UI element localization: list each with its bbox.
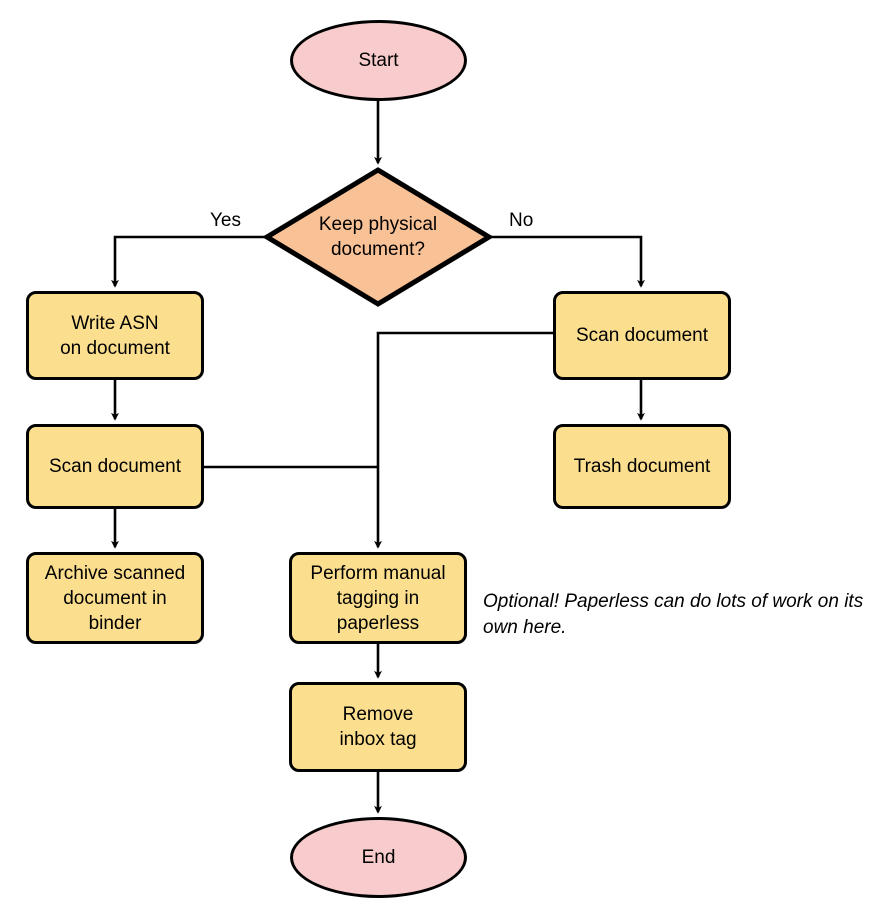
node-scan-document-left[interactable]: Scan document: [26, 424, 204, 509]
annotation-optional-note: Optional! Paperless can do lots of work …: [483, 591, 864, 638]
edge-decision-no-to-scan-right: [491, 235, 645, 288]
edge-decision-yes-to-write-asn: [111, 235, 265, 288]
node-start-label: Start: [358, 50, 399, 71]
node-remove-inbox-tag[interactable]: Remove inbox tag: [289, 682, 467, 772]
edge-scan-right-to-tagging: [374, 331, 553, 549]
node-scan-document-right-label: Scan document: [575, 325, 709, 346]
node-write-asn-on-document[interactable]: Write ASN on document: [26, 291, 204, 380]
node-perform-manual-tagging[interactable]: Perform manual tagging in paperless: [289, 552, 467, 644]
node-trash-document-label: Trash document: [573, 456, 711, 477]
node-start[interactable]: Start: [290, 20, 467, 101]
node-perform-manual-tagging-label: Perform manual tagging in paperless: [310, 562, 446, 634]
node-decision-keep-physical-document[interactable]: Keep physical document?: [264, 167, 492, 307]
node-remove-inbox-tag-label: Remove inbox tag: [339, 704, 417, 750]
node-trash-document[interactable]: Trash document: [553, 424, 731, 509]
node-scan-document-right[interactable]: Scan document: [553, 291, 731, 380]
node-write-asn-label: Write ASN on document: [60, 312, 170, 359]
node-archive-scanned-document[interactable]: Archive scanned document in binder: [26, 552, 204, 644]
node-end[interactable]: End: [290, 817, 467, 898]
edge-label-no: No: [509, 210, 534, 231]
node-decision-label: Keep physical document?: [318, 214, 438, 260]
node-end-label: End: [361, 847, 396, 868]
edge-label-yes: Yes: [210, 210, 241, 231]
node-archive-label: Archive scanned document in binder: [44, 562, 186, 634]
diamond-shape: [264, 167, 492, 307]
node-scan-document-left-label: Scan document: [48, 456, 182, 477]
